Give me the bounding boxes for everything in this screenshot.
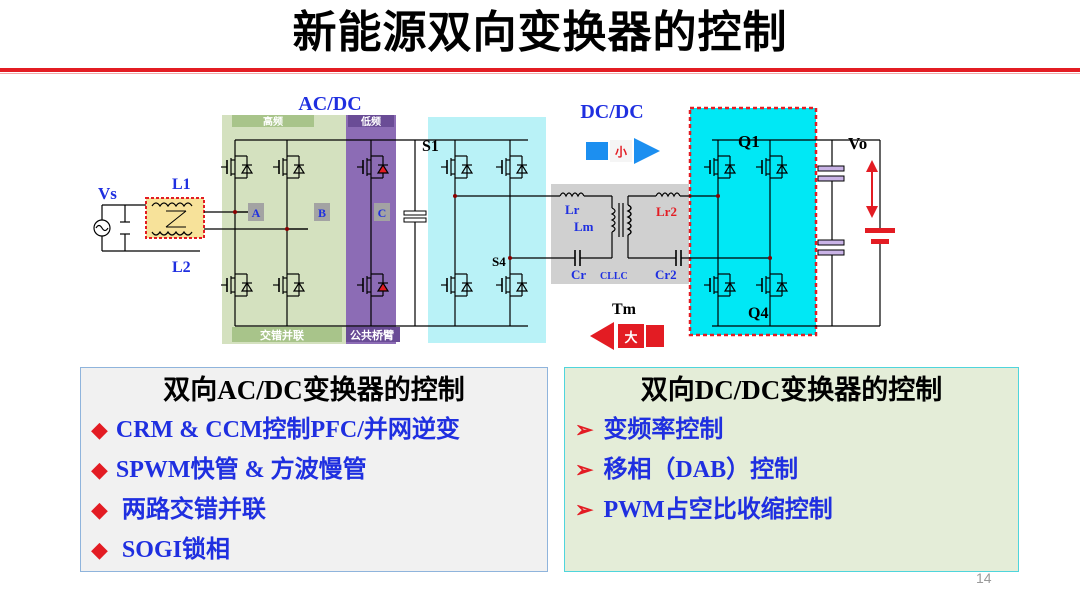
arrow-small-label: 小 bbox=[615, 144, 627, 159]
s4-label: S4 bbox=[492, 254, 506, 269]
diamond-bullet-icon: ◆ bbox=[91, 497, 108, 522]
vo-label: Vo bbox=[848, 134, 867, 153]
tag-interleave-bg bbox=[232, 327, 342, 342]
acdc-item-1: ◆CRM & CCM控制PFC/并网逆变 bbox=[91, 417, 460, 443]
acdc-control-panel: 双向AC/DC变换器的控制 ◆CRM & CCM控制PFC/并网逆变 ◆SPWM… bbox=[80, 367, 548, 572]
title-underline-shadow bbox=[0, 73, 1080, 74]
dcdc-item-2: ➢移相（DAB）控制 bbox=[575, 457, 799, 483]
arrow-bullet-icon: ➢ bbox=[575, 417, 594, 442]
l2-label: L2 bbox=[172, 259, 191, 276]
acdc-control-title: 双向AC/DC变换器的控制 bbox=[163, 375, 465, 405]
tag-interleave: 交错并联 bbox=[260, 328, 304, 342]
acdc-item-4: ◆ SOGI锁相 bbox=[91, 537, 230, 563]
vs-label: Vs bbox=[98, 184, 117, 203]
tag-low-freq-bg bbox=[348, 115, 394, 127]
acdc-item-2: ◆SPWM快管 & 方波慢管 bbox=[91, 457, 367, 483]
arrow-bullet-icon: ➢ bbox=[575, 497, 594, 522]
l1-label: L1 bbox=[172, 176, 191, 193]
arrow-large-label: 大 bbox=[624, 330, 637, 346]
node-a-label: A bbox=[252, 206, 261, 220]
title-underline bbox=[0, 68, 1080, 72]
q4-label: Q4 bbox=[748, 305, 768, 322]
arrow-small-body bbox=[586, 142, 608, 160]
q1-label: Q1 bbox=[738, 132, 760, 151]
tag-common-leg-bg bbox=[346, 327, 400, 342]
diamond-bullet-icon: ◆ bbox=[91, 417, 108, 442]
acdc-item-3: ◆ 两路交错并联 bbox=[91, 497, 266, 523]
tag-high-freq: 高频 bbox=[263, 115, 283, 128]
cllc-label: CLLC bbox=[600, 271, 628, 282]
lr2-label: Lr2 bbox=[656, 204, 677, 219]
resonant-tank-panel bbox=[551, 184, 689, 284]
dab-bridge-panel bbox=[688, 106, 818, 337]
diamond-bullet-icon: ◆ bbox=[91, 537, 108, 562]
dcdc-item-1: ➢变频率控制 bbox=[575, 417, 724, 443]
arrow-bullet-icon: ➢ bbox=[575, 457, 594, 482]
cr-label: Cr bbox=[571, 267, 586, 282]
cr2-label: Cr2 bbox=[655, 267, 677, 282]
tag-common-leg: 公共桥臂 bbox=[350, 328, 394, 342]
lm-label: Lm bbox=[574, 219, 594, 234]
diamond-bullet-icon: ◆ bbox=[91, 457, 108, 482]
page-number: 14 bbox=[976, 570, 992, 586]
tm-label: Tm bbox=[612, 301, 637, 318]
s1-label: S1 bbox=[422, 138, 439, 155]
dcdc-label: DC/DC bbox=[580, 101, 643, 123]
dcdc-control-panel: 双向DC/DC变换器的控制 ➢变频率控制 ➢移相（DAB）控制 ➢PWM占空比收… bbox=[564, 367, 1019, 572]
dcdc-control-title: 双向DC/DC变换器的控制 bbox=[640, 375, 943, 405]
fullbridge-panel bbox=[428, 117, 546, 343]
dcdc-item-3: ➢PWM占空比收缩控制 bbox=[575, 497, 833, 523]
lr-label: Lr bbox=[565, 202, 580, 217]
acdc-label: AC/DC bbox=[298, 93, 361, 115]
node-c-label: C bbox=[378, 206, 387, 220]
page-title: 新能源双向变换器的控制 bbox=[292, 7, 788, 58]
tag-high-freq-bg bbox=[232, 115, 314, 127]
node-b-label: B bbox=[318, 206, 326, 220]
converter-circuit-diagram: 高频 低频 交错并联 公共桥臂 AC/DC DC/DC Vs L1 L2 bbox=[93, 93, 895, 350]
tag-low-freq: 低频 bbox=[360, 115, 381, 128]
